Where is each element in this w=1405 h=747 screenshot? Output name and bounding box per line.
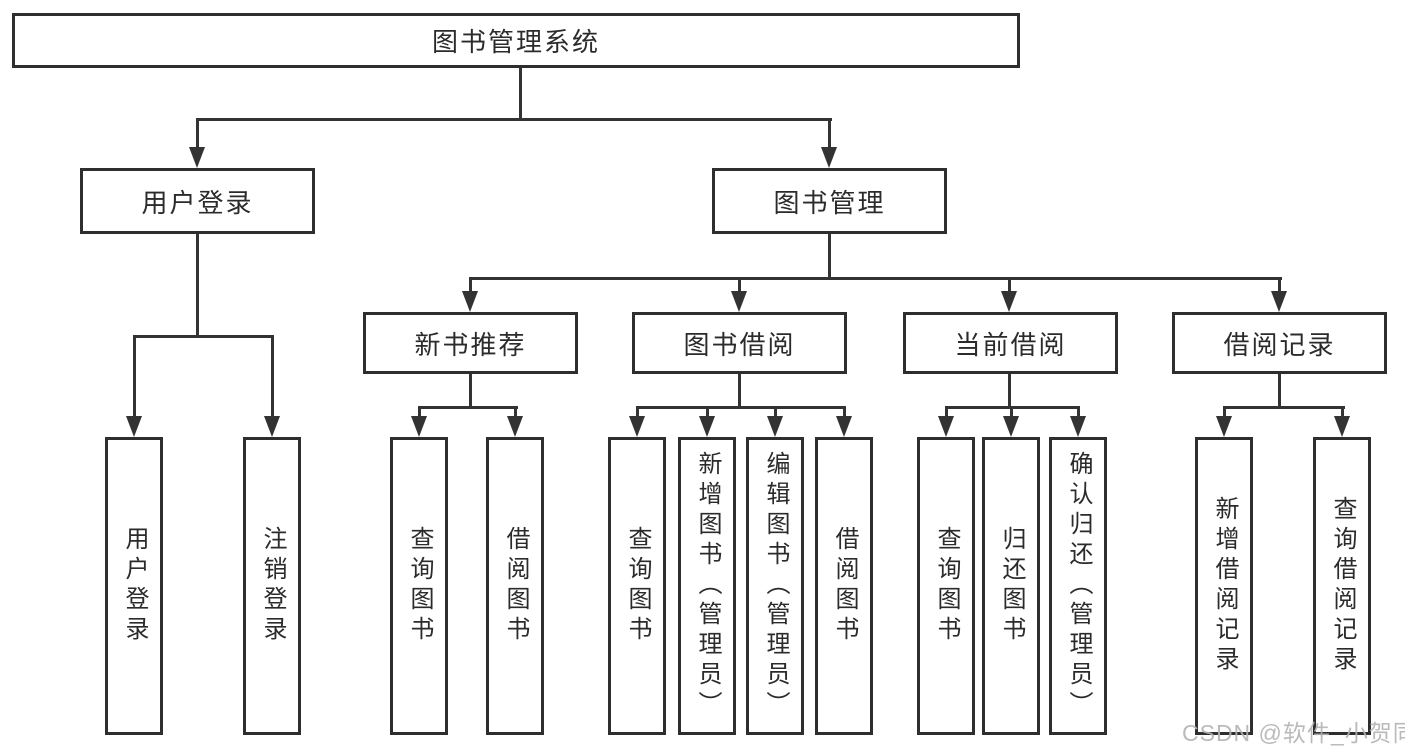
node-user-login: 用户登录 [80, 168, 315, 234]
connector-vline [828, 118, 831, 149]
leaf-nbr-query-books: 查询图书 [390, 437, 448, 735]
connector-vline [196, 118, 199, 149]
arrow-down-icon [1070, 416, 1086, 437]
node-current-borrowing: 当前借阅 [903, 312, 1118, 374]
leaf-br-query-record: 查询借阅记录 [1313, 437, 1371, 735]
connector-vline [738, 277, 741, 293]
arrow-down-icon [1216, 416, 1232, 437]
arrow-down-icon [1334, 416, 1350, 437]
arrow-down-icon [264, 416, 280, 437]
node-book-management: 图书管理 [712, 168, 947, 234]
arrow-down-icon [938, 416, 954, 437]
leaf-cb-confirm-return-admin: 确认归还（管理员） [1049, 437, 1107, 735]
leaf-nbr-borrow-books: 借阅图书 [486, 437, 544, 735]
arrow-down-icon [126, 416, 142, 437]
connector-vline [133, 335, 136, 417]
connector-vline [1341, 406, 1344, 417]
arrow-down-icon [462, 291, 478, 312]
arrow-down-icon [411, 416, 427, 437]
arrow-down-icon [189, 147, 205, 168]
node-borrowing-records: 借阅记录 [1172, 312, 1387, 374]
connector-vline [706, 406, 709, 417]
node-book-borrowing: 图书借阅 [632, 312, 847, 374]
connector-vline [271, 335, 274, 417]
arrow-down-icon [507, 416, 523, 437]
leaf-bb-query-books: 查询图书 [608, 437, 666, 735]
connector-hline [133, 335, 274, 338]
connector-vline [843, 406, 846, 417]
arrow-down-icon [821, 147, 837, 168]
arrow-down-icon [767, 416, 783, 437]
connector-hline [636, 406, 846, 409]
arrow-down-icon [1001, 291, 1017, 312]
leaf-bb-add-books-admin: 新增图书（管理员） [678, 437, 736, 735]
connector-vline [196, 234, 199, 338]
arrow-down-icon [836, 416, 852, 437]
connector-vline [636, 406, 639, 417]
leaf-br-add-record: 新增借阅记录 [1195, 437, 1253, 735]
node-new-book-recommend: 新书推荐 [363, 312, 578, 374]
leaf-cb-query-books: 查询图书 [917, 437, 975, 735]
watermark-text: CSDN @软件_小贺同学 [1182, 720, 1405, 746]
connector-hline [469, 277, 1282, 280]
leaf-cb-return-books: 归还图书 [982, 437, 1040, 735]
connector-hline [418, 406, 518, 409]
connector-vline [1010, 406, 1013, 417]
leaf-logout-login: 注销登录 [243, 437, 301, 735]
connector-vline [1223, 406, 1226, 417]
connector-vline [738, 374, 741, 409]
arrow-down-icon [1003, 416, 1019, 437]
arrow-down-icon [699, 416, 715, 437]
arrow-down-icon [629, 416, 645, 437]
connector-vline [469, 277, 472, 293]
connector-hline [1223, 406, 1345, 409]
connector-vline [1278, 374, 1281, 409]
leaf-bb-borrow-books: 借阅图书 [815, 437, 873, 735]
connector-vline [1278, 277, 1281, 293]
connector-vline [828, 234, 831, 280]
connector-vline [469, 374, 472, 409]
node-library-system: 图书管理系统 [12, 13, 1020, 68]
connector-hline [196, 118, 832, 121]
connector-vline [1077, 406, 1080, 417]
connector-vline [774, 406, 777, 417]
connector-vline [519, 68, 522, 121]
arrow-down-icon [1271, 291, 1287, 312]
leaf-bb-edit-books-admin: 编辑图书（管理员） [746, 437, 804, 735]
connector-vline [418, 406, 421, 417]
connector-vline [514, 406, 517, 417]
leaf-user-login: 用户登录 [105, 437, 163, 735]
connector-vline [1008, 374, 1011, 409]
connector-vline [945, 406, 948, 417]
arrow-down-icon [731, 291, 747, 312]
connector-vline [1008, 277, 1011, 293]
